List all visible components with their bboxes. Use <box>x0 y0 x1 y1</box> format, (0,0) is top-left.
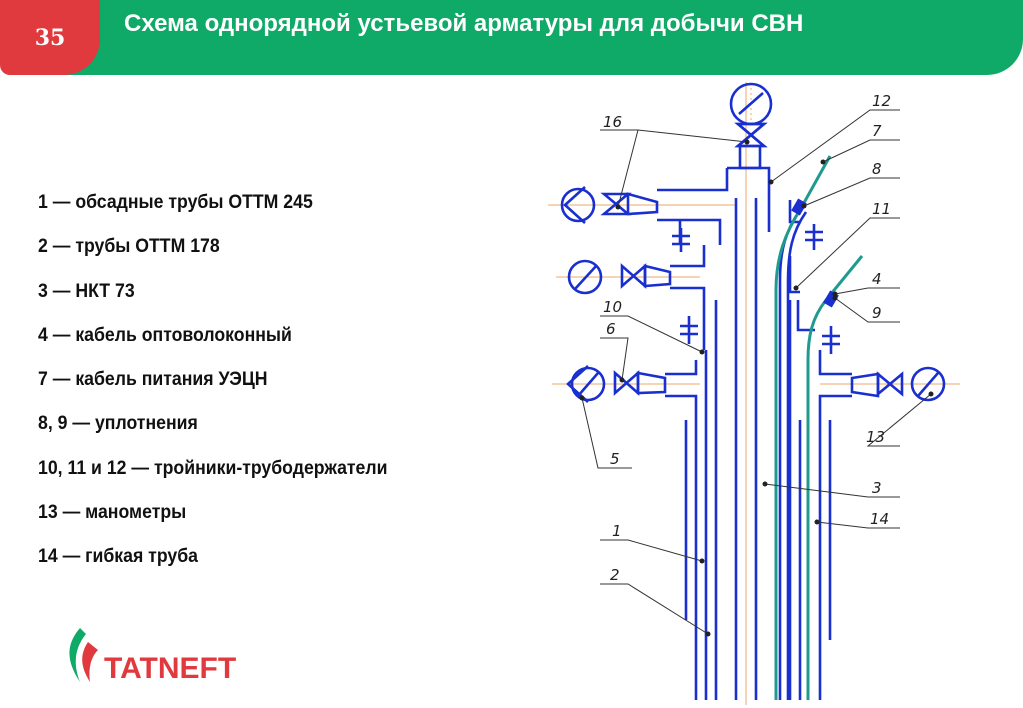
legend-item: 13 — манометры <box>38 502 187 524</box>
callout-1: 1 <box>612 522 622 540</box>
tatneft-flame-icon <box>69 628 98 682</box>
callout-4: 4 <box>872 270 882 288</box>
legend-item: 7 — кабель питания УЭЦН <box>38 369 268 391</box>
callout-2: 2 <box>610 566 620 584</box>
pipe-structure <box>560 82 946 700</box>
legend-item: 1 — обсадные трубы ОТТМ 245 <box>38 192 313 213</box>
callout-9: 9 <box>872 304 882 322</box>
legend-list: 1 — обсадные трубы ОТТМ 245 2 — трубы ОТ… <box>38 188 518 587</box>
legend-item: 3 — НКТ 73 <box>38 280 135 302</box>
center-axes <box>548 82 960 705</box>
logo-wordmark: TATNEFT <box>104 652 236 685</box>
leader-dots <box>579 139 934 637</box>
legend-item: 8, 9 — уплотнения <box>38 413 198 435</box>
callout-13: 13 <box>866 428 885 446</box>
callout-12: 12 <box>872 92 891 110</box>
callout-14: 14 <box>870 510 889 528</box>
slide-title: Схема однорядной устьевой арматуры для д… <box>124 10 804 37</box>
callout-7: 7 <box>872 122 882 140</box>
legend-item: 4 — кабель оптоволоконный <box>38 324 292 346</box>
callout-10: 10 <box>603 298 622 316</box>
callout-16: 16 <box>603 113 622 131</box>
tatneft-logo: TATNEFT <box>69 628 236 685</box>
page-number-badge: 35 <box>0 0 100 75</box>
legend-item: 2 — трубы ОТТМ 178 <box>38 236 220 258</box>
header-bar <box>0 0 1023 75</box>
legend-item: 14 — гибкая труба <box>38 546 198 568</box>
callout-8: 8 <box>872 160 882 178</box>
callout-3: 3 <box>872 479 882 497</box>
callout-6: 6 <box>606 320 616 338</box>
callout-5: 5 <box>610 450 620 468</box>
wellhead-diagram: 16 12 7 8 11 4 9 10 6 5 13 3 14 1 2 <box>548 82 960 705</box>
callout-leaders <box>581 109 932 635</box>
callout-11: 11 <box>872 200 891 218</box>
legend-item: 10, 11 и 12 — тройники-трубодержатели <box>38 457 388 479</box>
